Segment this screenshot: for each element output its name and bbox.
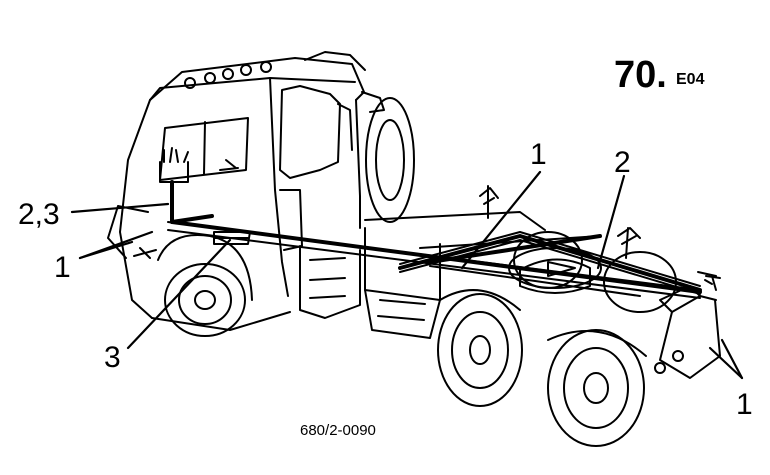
callout-label-rear-frame: 2 <box>614 146 631 179</box>
rear-wheel-front-axle <box>437 289 523 407</box>
leader-1-left-b <box>78 240 134 260</box>
page-code-suffix: E04 <box>676 71 705 88</box>
callout-label-center: 1 <box>530 138 547 171</box>
drawing-number: 680/2-0090 <box>300 422 376 439</box>
leader-2-rear <box>596 174 626 270</box>
leader-1-right-a <box>720 338 744 380</box>
leader-lines <box>70 170 744 380</box>
cable-connectors <box>133 147 721 291</box>
truck-cab <box>107 51 415 331</box>
rear-light-bracket <box>654 271 721 379</box>
leader-1-right-b <box>708 346 744 380</box>
callout-label-rear-right: 1 <box>736 388 753 421</box>
leader-1-center <box>460 170 542 270</box>
front-wheel <box>157 231 253 337</box>
page-code-main: 70. <box>614 54 667 96</box>
callout-label-front-step: 3 <box>104 341 121 374</box>
rear-wheel-rear-axle <box>547 329 647 447</box>
wiring-harness <box>170 180 702 294</box>
callout-label-left-upper: 2,3 <box>18 198 60 231</box>
callout-label-left-lower: 1 <box>54 251 71 284</box>
leader-3 <box>126 238 232 350</box>
leader-2-3 <box>70 202 170 214</box>
